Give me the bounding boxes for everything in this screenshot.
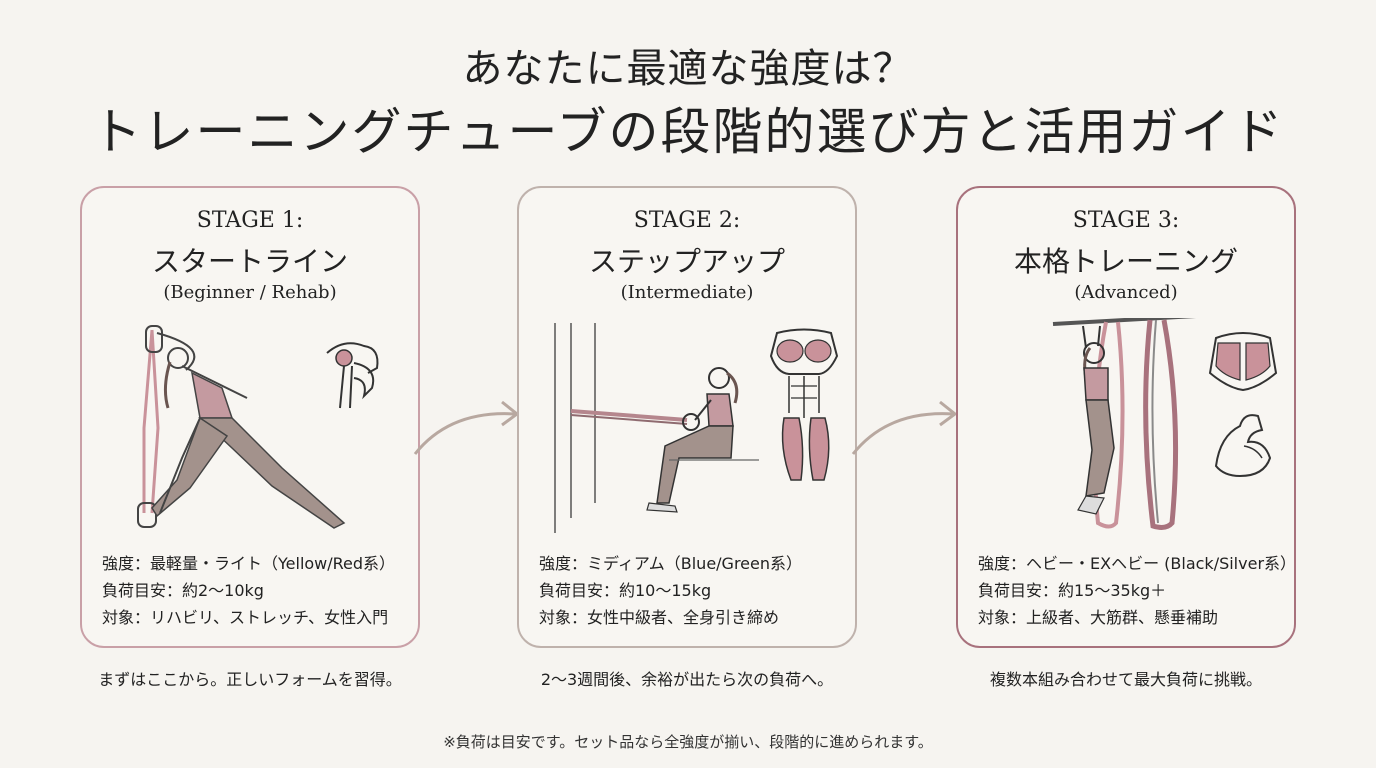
stage-card-3: STAGE 3: 本格トレーニング (Advanced) 強度：ヘビー・EXヘビ… bbox=[956, 186, 1296, 648]
strength-text: 強度：ヘビー・EXヘビー (Black/Silver系） bbox=[978, 554, 1297, 573]
stage-name: 本格トレーニング bbox=[1013, 245, 1238, 278]
stage-label: STAGE 2: bbox=[633, 208, 741, 233]
target-text: 対象：リハビリ、ストレッチ、女性入門 bbox=[102, 608, 389, 627]
stage-level: (Beginner / Rehab) bbox=[163, 282, 337, 303]
seated-row-illustration bbox=[554, 323, 759, 533]
chest-abs-muscle-icon bbox=[769, 328, 839, 418]
arrow-right-icon bbox=[851, 400, 958, 455]
target-text: 対象：女性中級者、全身引き締め bbox=[539, 608, 780, 627]
load-text: 負荷目安：約2〜10kg bbox=[102, 581, 264, 600]
back-muscle-icon bbox=[1208, 332, 1278, 392]
stage-level: (Intermediate) bbox=[620, 282, 754, 303]
strength-text: 強度：ミディアム（Blue/Green系） bbox=[539, 554, 803, 573]
bicep-flex-icon bbox=[1214, 414, 1272, 478]
load-text: 負荷目安：約15〜35kg＋ bbox=[978, 581, 1167, 600]
stage-level: (Advanced) bbox=[1074, 282, 1178, 303]
target-text: 対象：上級者、大筋群、懸垂補助 bbox=[978, 608, 1219, 627]
stage-card-2: STAGE 2: ステップアップ (Intermediate) 強度：ミディアム… bbox=[517, 186, 857, 648]
side-stretch-illustration bbox=[137, 325, 346, 529]
leg-muscle-icon bbox=[781, 417, 830, 481]
stage-1-caption: まずはここから。正しいフォームを習得。 bbox=[98, 670, 402, 689]
arrow-right-icon bbox=[413, 400, 520, 455]
stage-name: スタートライン bbox=[151, 245, 348, 278]
strength-text: 強度：最軽量・ライト（Yellow/Red系） bbox=[102, 554, 396, 573]
assisted-pullup-illustration bbox=[1052, 318, 1197, 530]
title-line-2: トレーニングチューブの段階的選び方と活用ガイド bbox=[91, 103, 1285, 161]
stage-label: STAGE 1: bbox=[196, 208, 304, 233]
stage-3-caption: 複数本組み合わせて最大負荷に挑戦。 bbox=[989, 670, 1262, 689]
stage-card-1: STAGE 1: スタートライン (Beginner / Rehab) 強度：最… bbox=[80, 186, 420, 648]
shoulder-joint-icon bbox=[326, 342, 379, 409]
footnote: ※負荷は目安です。セット品なら全強度が揃い、段階的に進められます。 bbox=[443, 733, 933, 751]
stage-2-caption: 2〜3週間後、余裕が出たら次の負荷へ。 bbox=[540, 670, 834, 689]
stage-label: STAGE 3: bbox=[1072, 208, 1180, 233]
load-text: 負荷目安：約10〜15kg bbox=[539, 581, 712, 600]
stage-name: ステップアップ bbox=[588, 245, 785, 278]
title-line-1: あなたに最適な強度は？ bbox=[462, 46, 914, 92]
